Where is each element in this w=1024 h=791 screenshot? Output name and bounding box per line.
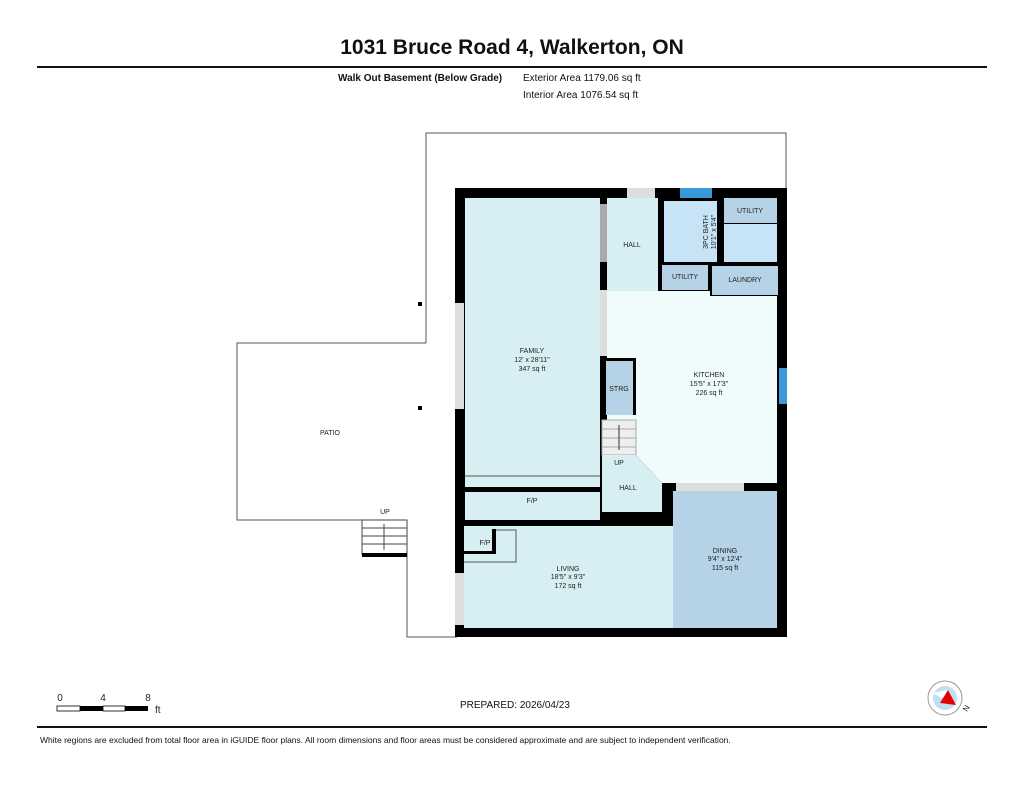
room-laundry [712, 266, 778, 295]
kitchen-area: 226 sq ft [696, 390, 723, 397]
patio-label: PATIO [320, 430, 341, 437]
family-name: FAMILY [520, 348, 545, 355]
room-living [464, 526, 673, 628]
interior-area: Interior Area 1076.54 sq ft [523, 90, 639, 101]
living-dims: 18'5" x 9'3" [551, 574, 586, 581]
patio-outline [425, 132, 787, 343]
storage-label: STRG [609, 386, 628, 393]
room-fp-top [465, 492, 600, 520]
scale-tick: 8 [145, 693, 151, 704]
compass-label: N [961, 703, 972, 713]
room-kitchen [607, 291, 777, 483]
patio-up-label: UP [380, 509, 390, 516]
opening [600, 290, 607, 356]
kitchen-dims: 15'5" x 17'3" [690, 381, 729, 388]
fp-small-label: F/P [480, 540, 491, 547]
opening [600, 204, 607, 262]
family-dims: 12' x 28'11" [514, 357, 550, 364]
interior-stairs [601, 419, 637, 456]
dining-area: 115 sq ft [712, 565, 738, 572]
bath-dims: 10'1" x 5'4" [711, 214, 718, 249]
utility-top-label: UTILITY [737, 208, 763, 215]
window [779, 368, 787, 404]
footer-divider [37, 726, 987, 728]
scale-tick: 4 [100, 693, 106, 704]
room-utility-small [662, 265, 708, 290]
laundry-label: LAUNDRY [728, 277, 762, 284]
bath-name: 3PC BATH [703, 215, 710, 249]
room-hall-bottom [602, 455, 662, 512]
scale-bar: 0 4 8 ft [56, 693, 161, 716]
hall-bottom-label: HALL [619, 485, 637, 492]
fp-top-label: F/P [527, 498, 538, 505]
page-title: 1031 Bruce Road 4, Walkerton, ON [340, 36, 684, 59]
room-family [465, 198, 600, 487]
kitchen-name: KITCHEN [694, 372, 725, 379]
header-divider [37, 66, 987, 68]
prepared-date: PREPARED: 2026/04/23 [460, 700, 570, 711]
room-bath [664, 201, 717, 262]
living-area: 172 sq ft [555, 583, 582, 590]
scale-tick: 0 [57, 693, 63, 704]
room-hall-top [607, 198, 658, 291]
scale-unit: ft [155, 705, 161, 716]
compass-icon: N [927, 680, 972, 716]
living-name: LIVING [557, 566, 580, 573]
patio-outline-left [236, 342, 426, 521]
patio-door [455, 303, 464, 409]
utility-small-label: UTILITY [672, 274, 698, 281]
disclaimer: White regions are excluded from total fl… [40, 735, 731, 745]
exterior-area: Exterior Area 1179.06 sq ft [523, 73, 641, 84]
patio-stairs [361, 519, 408, 557]
door-opening [627, 188, 655, 198]
window [680, 188, 712, 198]
dining-dims: 9'4" x 12'4" [708, 556, 743, 563]
dining-name: DINING [713, 548, 738, 555]
floor-name: Walk Out Basement (Below Grade) [338, 73, 503, 84]
opening [676, 483, 744, 491]
door [455, 573, 464, 625]
family-area: 347 sq ft [519, 366, 546, 373]
room-dining [673, 491, 777, 628]
room-utility-top [724, 198, 777, 223]
room-utility-top-lower [724, 224, 777, 262]
patio-marker [418, 406, 422, 410]
hall-top-label: HALL [623, 242, 641, 249]
patio-marker [418, 302, 422, 306]
patio-outline-bottom [406, 520, 457, 638]
stairs-up-label: UP [614, 460, 624, 467]
